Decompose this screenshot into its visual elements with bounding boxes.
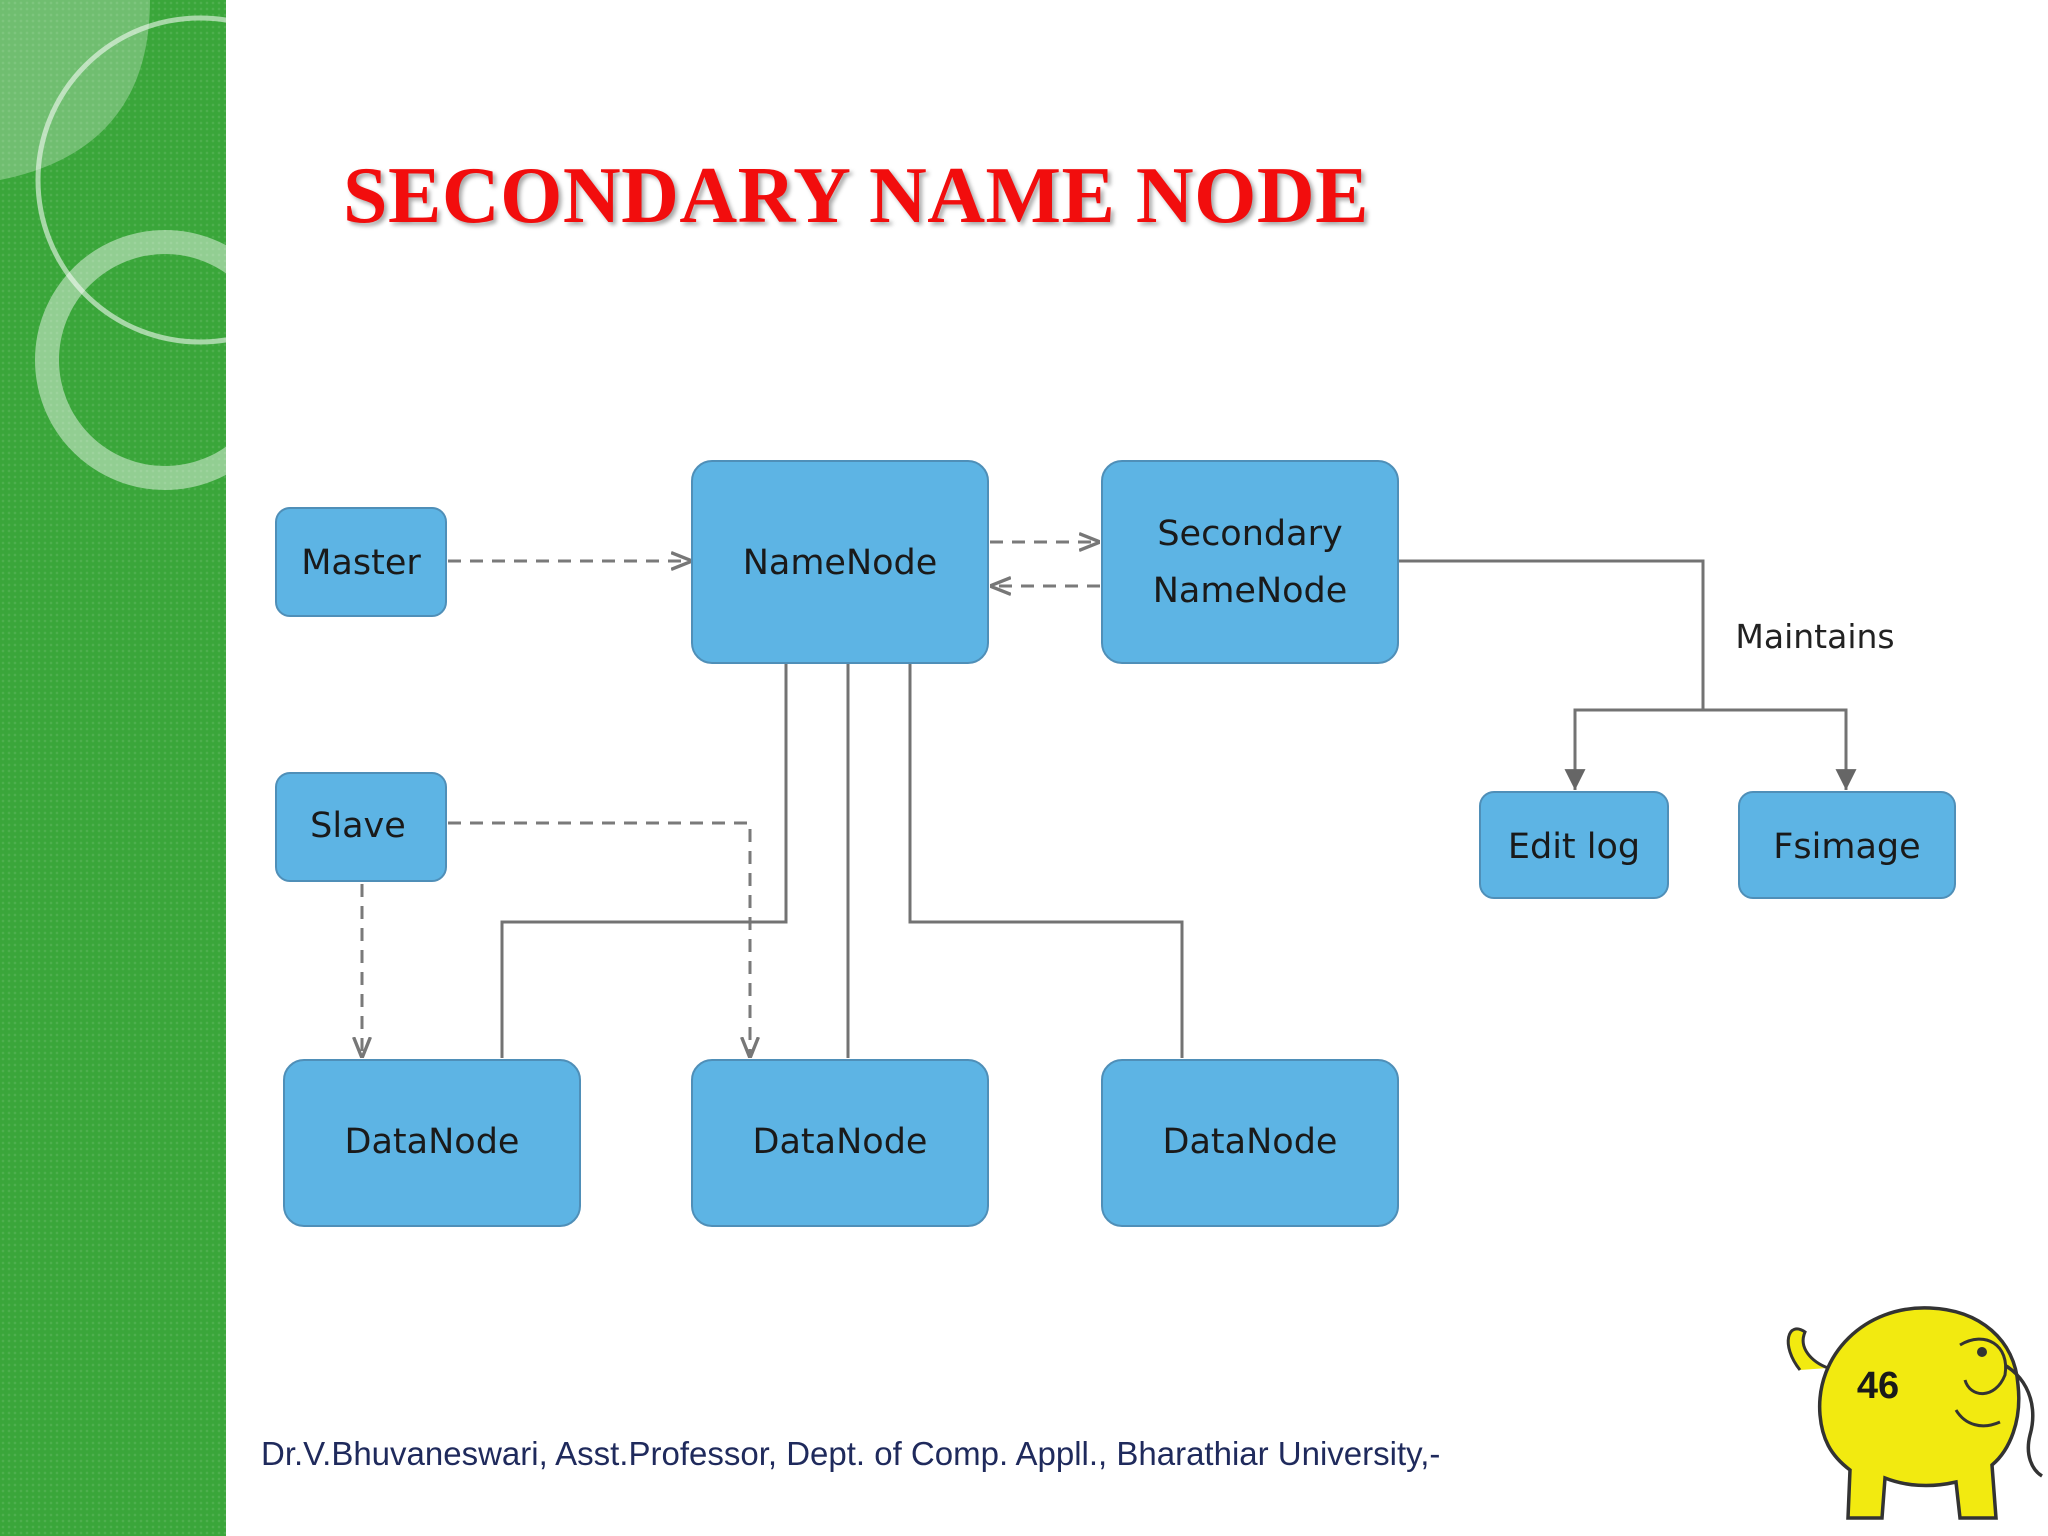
svg-text:Secondary: Secondary [1157,514,1342,554]
namenode-to-datanode-3-line [908,664,1184,1058]
node-datanode-1: DataNode [283,1059,581,1227]
secondary-maintains-line [1398,559,1705,710]
decorative-circles [0,0,226,490]
svg-text:Fsimage: Fsimage [1773,827,1920,867]
svg-text:DataNode: DataNode [345,1122,520,1162]
connectors [362,542,1857,1058]
slide-footer: Dr.V.Bhuvaneswari, Asst.Professor, Dept.… [261,1435,1441,1472]
node-secondary-namenode: Secondary NameNode [1101,460,1399,664]
hadoop-elephant-logo: 46 [1786,1306,2044,1520]
svg-text:NameNode: NameNode [1153,571,1348,611]
maintains-branch-line [1573,708,1848,790]
svg-text:DataNode: DataNode [1163,1122,1338,1162]
node-namenode: NameNode [691,460,989,664]
slave-to-datanode-arrow [448,821,750,1056]
node-datanode-3: DataNode [1101,1059,1399,1227]
svg-text:DataNode: DataNode [753,1122,928,1162]
node-datanode-2: DataNode [691,1059,989,1227]
svg-text:Edit log: Edit log [1508,827,1640,867]
node-edit-log: Edit log [1479,791,1669,899]
sidebar-decoration [0,0,226,1536]
svg-text:Slave: Slave [310,806,406,846]
node-master: Master [275,507,447,617]
slide-title: SECONDARY NAME NODE [343,152,1369,240]
namenode-to-datanode-1-line [500,664,788,1058]
node-slave: Slave [275,772,447,882]
maintains-label: Maintains [1735,617,1894,656]
svg-text:Master: Master [301,543,421,583]
node-fsimage: Fsimage [1738,791,1956,899]
page-number: 46 [1857,1365,1899,1407]
hdfs-architecture-diagram: Master NameNode Secondary NameNode Slave… [275,460,1956,1227]
svg-text:NameNode: NameNode [743,543,938,583]
